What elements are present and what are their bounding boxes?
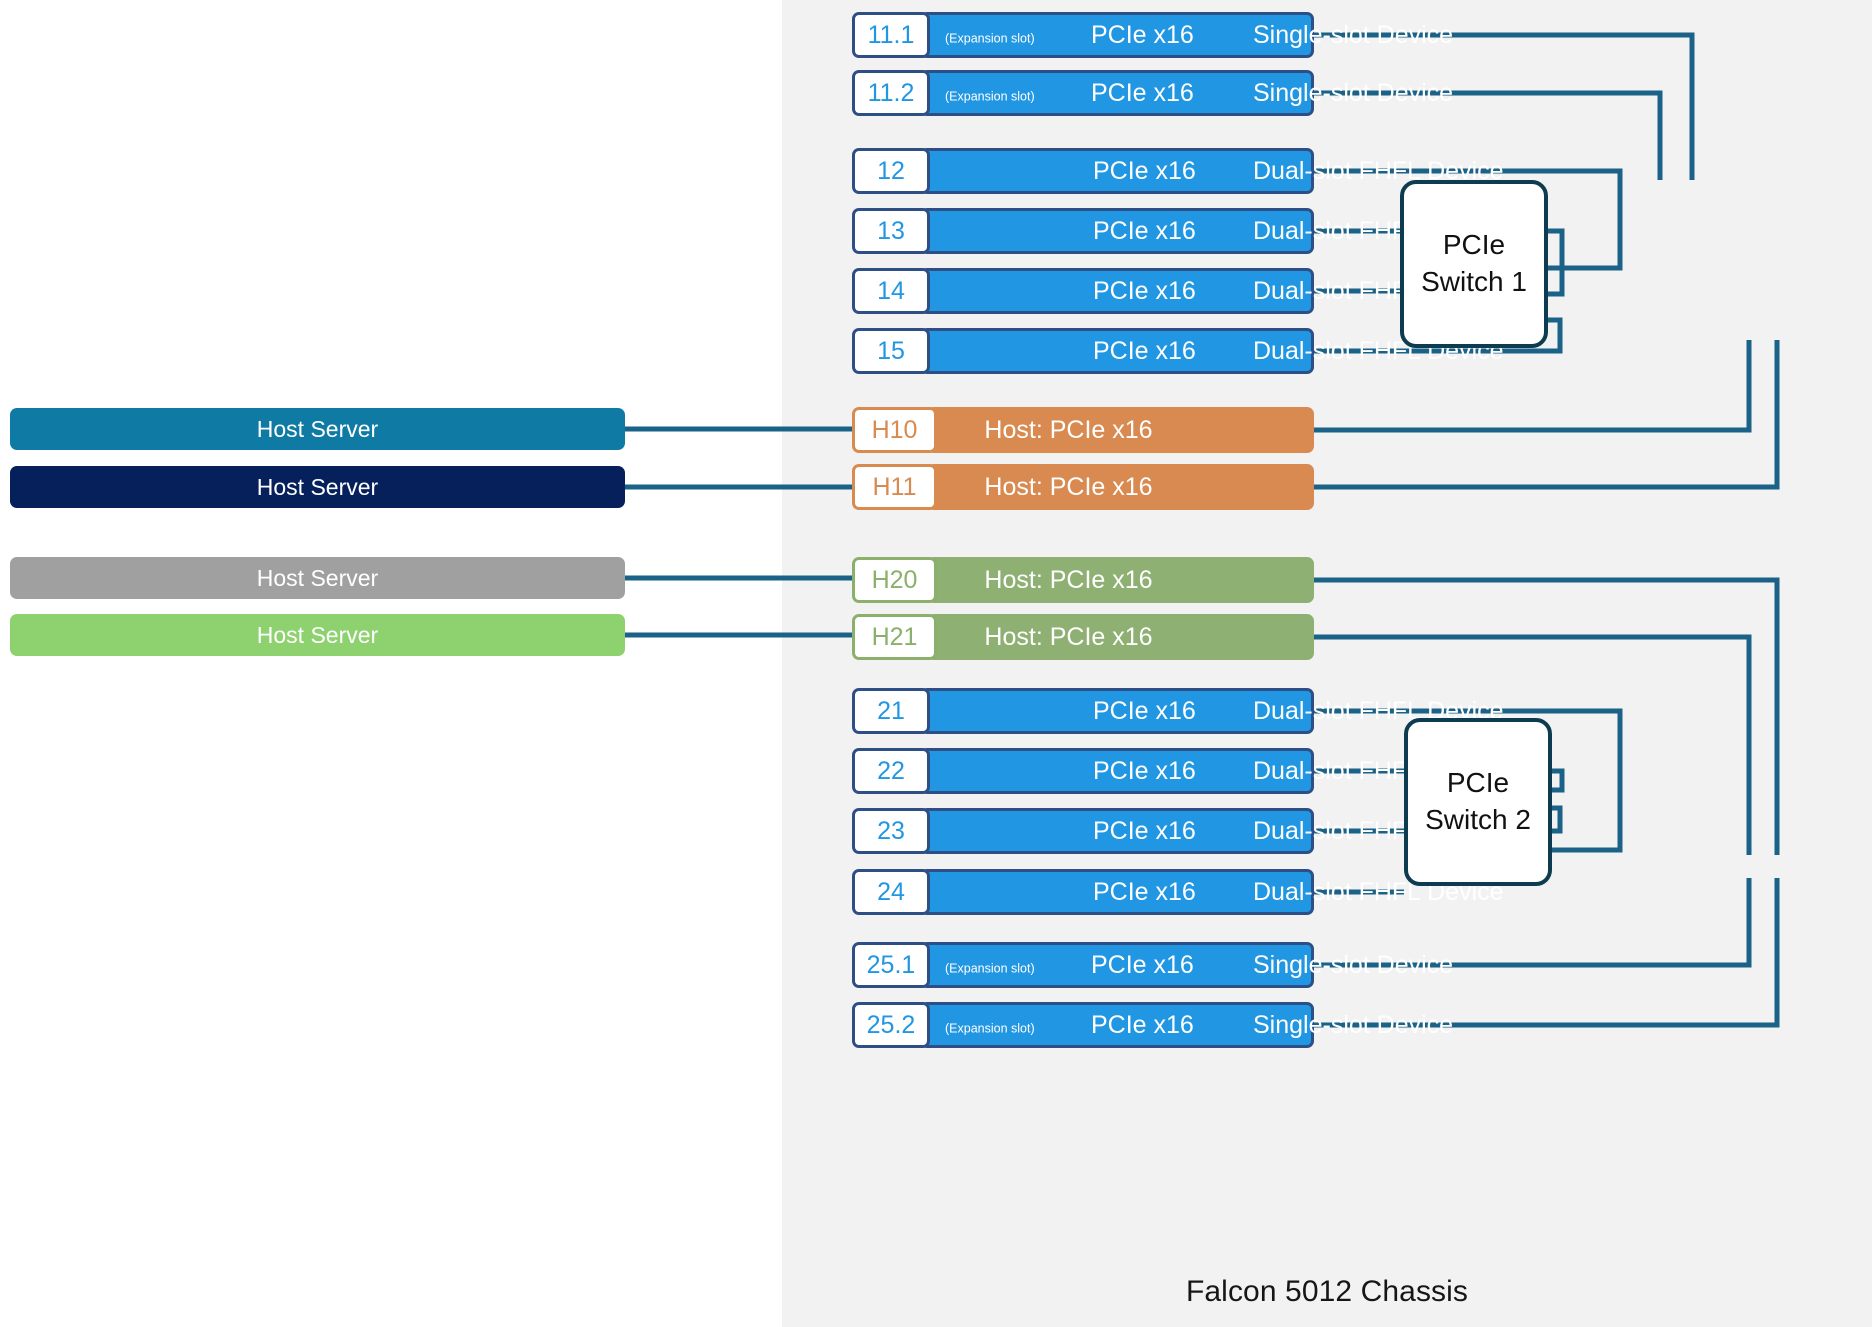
wire-slot-25-2-switch2 [1314,878,1780,1028]
pcie-switch-2-line1: PCIe [1446,767,1510,799]
slot-tag: 11.2 [852,70,930,116]
slot-tag: 13 [852,208,930,254]
slot-body: (Expansion slot) PCIe x16 Single-slot De… [920,70,1453,116]
wire-h20-switch2 [1314,577,1780,855]
slot-row-21[interactable]: 21 PCIe x16 Dual-slot FHFL Device [852,688,1504,734]
slot-link-label: PCIe x16 [1093,696,1196,725]
expansion-slot-note: (Expansion slot) [945,1021,1035,1036]
wire-h21-switch2 [1314,634,1752,855]
slot-row-23[interactable]: 23 PCIe x16 Dual-slot FHFL Device [852,808,1504,854]
slot-body: PCIe x16 Dual-slot FHFL Device [920,148,1504,194]
pcie-switch-2[interactable]: PCIe Switch 2 [1404,718,1552,886]
slot-body: PCIe x16 Dual-slot FHFL Device [920,748,1504,794]
wire-slot-11-1-switch1 [1314,32,1695,180]
slot-body: PCIe x16 Dual-slot FHFL Device [920,808,1504,854]
host-port-row-h11[interactable]: H11 Host: PCIe x16 [852,464,1314,510]
slot-link-label: PCIe x16 [1093,216,1196,245]
host-port-tag: H21 [852,614,937,660]
host-port-label: Host: PCIe x16 [984,565,1153,594]
slot-body: (Expansion slot) PCIe x16 Single-slot De… [920,1002,1453,1048]
slot-body: PCIe x16 Dual-slot FHFL Device [920,688,1504,734]
slot-device-label: Dual-slot FHFL Device [1253,156,1504,185]
host-port-row-h10[interactable]: H10 Host: PCIe x16 [852,407,1314,453]
slot-link-label: PCIe x16 [1093,276,1196,305]
host-port-tag: H10 [852,407,937,453]
host-server-4[interactable]: Host Server [10,614,625,656]
expansion-slot-note: (Expansion slot) [945,31,1035,46]
slot-body: (Expansion slot) PCIe x16 Single-slot De… [920,942,1453,988]
slot-link-label: PCIe x16 [1093,756,1196,785]
slot-link-label: PCIe x16 [1093,156,1196,185]
chassis-title: Falcon 5012 Chassis [1185,1275,1469,1308]
slot-device-label: Single-slot Device [1253,1010,1454,1039]
slot-row-13[interactable]: 13 PCIe x16 Dual-slot FHFL Device [852,208,1504,254]
slot-row-25-1[interactable]: 25.1 (Expansion slot) PCIe x16 Single-sl… [852,942,1453,988]
host-port-body: Host: PCIe x16 [927,407,1314,453]
slot-row-11-1[interactable]: 11.1 (Expansion slot) PCIe x16 Single-sl… [852,12,1453,58]
host-port-body: Host: PCIe x16 [927,557,1314,603]
host-port-label: Host: PCIe x16 [984,472,1153,501]
pcie-switch-1-line2: Switch 1 [1421,266,1527,297]
slot-tag: 14 [852,268,930,314]
slot-tag: 22 [852,748,930,794]
slot-body: PCIe x16 Dual-slot FHFL Device [920,208,1504,254]
slot-tag: 23 [852,808,930,854]
slot-link-label: PCIe x16 [1093,877,1196,906]
slot-link-label: PCIe x16 [1091,950,1194,979]
wire-h10-switch1 [1314,340,1752,433]
slot-body: PCIe x16 Dual-slot FHFL Device [920,869,1504,915]
wire-slot-11-2-switch1 [1314,90,1663,180]
slot-tag: 11.1 [852,12,930,58]
slot-tag: 21 [852,688,930,734]
host-server-2[interactable]: Host Server [10,466,625,508]
expansion-slot-note: (Expansion slot) [945,89,1035,104]
slot-row-11-2[interactable]: 11.2 (Expansion slot) PCIe x16 Single-sl… [852,70,1453,116]
expansion-slot-note: (Expansion slot) [945,961,1035,976]
slot-body: PCIe x16 Dual-slot FHFL Device [920,268,1504,314]
slot-tag: 15 [852,328,930,374]
slot-link-label: PCIe x16 [1093,336,1196,365]
slot-link-label: PCIe x16 [1091,20,1194,49]
slot-row-25-2[interactable]: 25.2 (Expansion slot) PCIe x16 Single-sl… [852,1002,1453,1048]
host-port-tag: H11 [852,464,937,510]
slot-row-14[interactable]: 14 PCIe x16 Dual-slot FHFL Device [852,268,1504,314]
host-server-1-label: Host Server [256,415,379,442]
wire-slot-25-1-switch2 [1314,878,1752,968]
pcie-switch-2-line2: Switch 2 [1425,804,1531,835]
host-port-tag: H20 [852,557,937,603]
host-port-label: Host: PCIe x16 [984,622,1153,651]
slot-tag: 25.1 [852,942,930,988]
slot-row-24[interactable]: 24 PCIe x16 Dual-slot FHFL Device [852,869,1504,915]
slot-tag: 24 [852,869,930,915]
host-server-1[interactable]: Host Server [10,408,625,450]
slot-tag: 12 [852,148,930,194]
slot-row-22[interactable]: 22 PCIe x16 Dual-slot FHFL Device [852,748,1504,794]
host-port-label: Host: PCIe x16 [984,415,1153,444]
host-server-3-label: Host Server [256,564,379,591]
pcie-switch-1[interactable]: PCIe Switch 1 [1400,180,1548,348]
host-port-row-h21[interactable]: H21 Host: PCIe x16 [852,614,1314,660]
host-port-body: Host: PCIe x16 [927,614,1314,660]
host-server-2-label: Host Server [256,473,379,500]
host-server-4-label: Host Server [256,621,379,648]
slot-body: PCIe x16 Dual-slot FHFL Device [920,328,1504,374]
wire-h11-switch1 [1314,340,1780,490]
host-port-row-h20[interactable]: H20 Host: PCIe x16 [852,557,1314,603]
slot-link-label: PCIe x16 [1091,1010,1194,1039]
slot-device-label: Single-slot Device [1253,78,1454,107]
slot-tag: 25.2 [852,1002,930,1048]
slot-device-label: Single-slot Device [1253,950,1454,979]
slot-body: (Expansion slot) PCIe x16 Single-slot De… [920,12,1453,58]
slot-link-label: PCIe x16 [1091,78,1194,107]
slot-link-label: PCIe x16 [1093,816,1196,845]
host-server-3[interactable]: Host Server [10,557,625,599]
host-port-body: Host: PCIe x16 [927,464,1314,510]
slot-row-15[interactable]: 15 PCIe x16 Dual-slot FHFL Device [852,328,1504,374]
pcie-switch-1-line1: PCIe [1442,229,1506,261]
slot-device-label: Single-slot Device [1253,20,1454,49]
slot-row-12[interactable]: 12 PCIe x16 Dual-slot FHFL Device [852,148,1504,194]
